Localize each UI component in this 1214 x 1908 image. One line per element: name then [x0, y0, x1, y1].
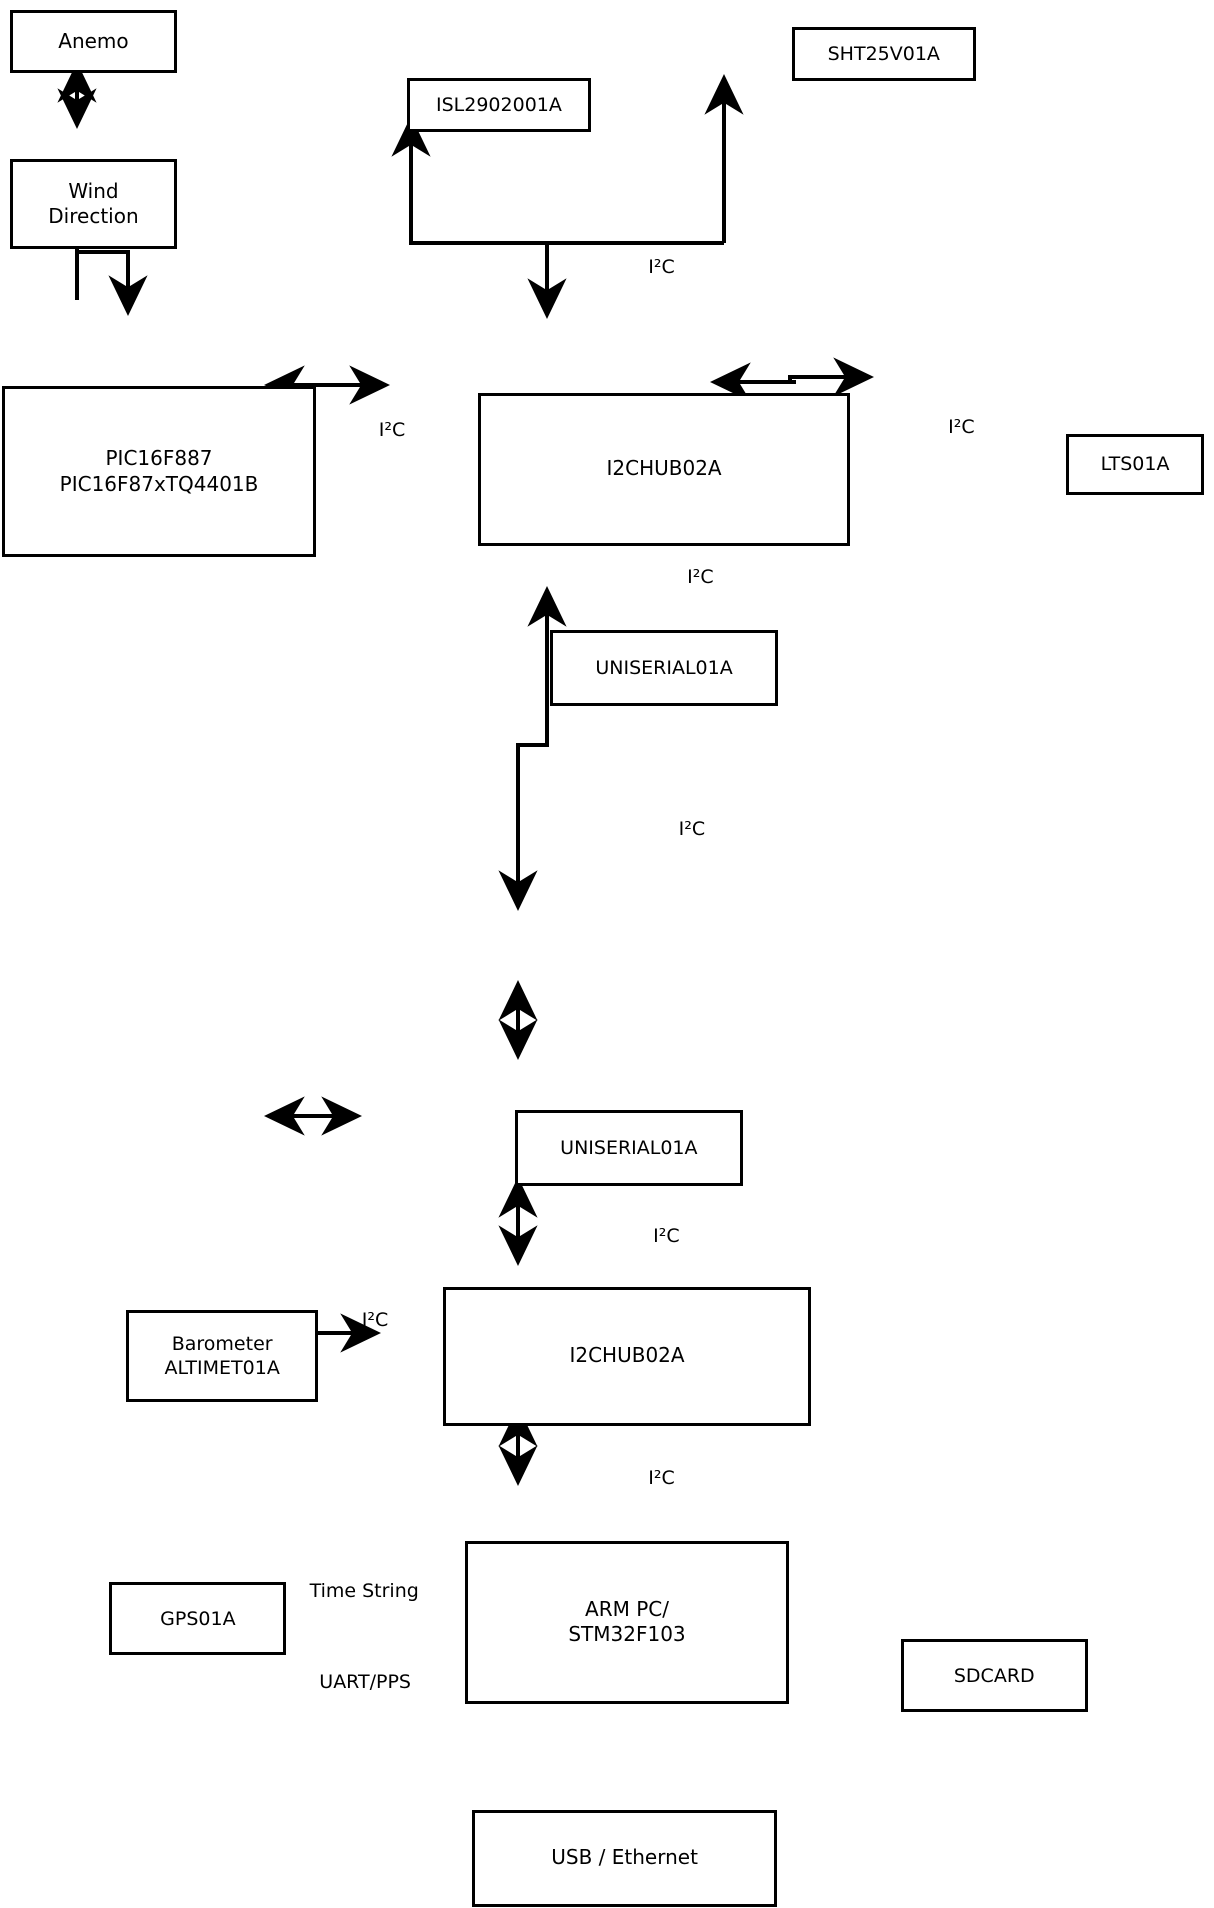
block-sht25v01a-label: SHT25V01A: [827, 42, 940, 65]
block-barometer-altimet01a[interactable]: Barometer ALTIMET01A: [126, 1310, 319, 1403]
wire-label-i2c-hub-uniserial: I²C: [687, 566, 714, 589]
block-pic-microcontroller[interactable]: PIC16F887 PIC16F87xTQ4401B: [2, 386, 316, 557]
wire-label-time-string: Time String: [309, 1579, 419, 1602]
block-uniserial01a-upper-label: UNISERIAL01A: [595, 656, 733, 679]
block-barometer-altimet01a-label: Barometer ALTIMET01A: [164, 1332, 280, 1380]
wire-label-i2c-hub-arm: I²C: [648, 1466, 675, 1489]
block-uniserial01a-lower[interactable]: UNISERIAL01A: [514, 1109, 743, 1187]
block-arm-pc-stm32f103[interactable]: ARM PC/ STM32F103: [464, 1540, 790, 1704]
block-anemo-label: Anemo: [58, 28, 129, 53]
block-lts01a[interactable]: LTS01A: [1065, 433, 1205, 495]
block-gps01a-label: GPS01A: [160, 1607, 236, 1630]
block-i2chub02a-top-label: I2CHUB02A: [606, 456, 722, 481]
block-pic-microcontroller-label: PIC16F887 PIC16F87xTQ4401B: [59, 445, 259, 496]
wire-label-i2c-top-bus: I²C: [648, 256, 675, 279]
block-wind-direction-label: Wind Direction: [48, 178, 139, 229]
connector-uniserial1-uniserial2: [498, 585, 567, 912]
block-uniserial01a-lower-label: UNISERIAL01A: [560, 1136, 698, 1159]
wire-label-i2c-hub-lts: I²C: [948, 415, 975, 438]
block-uniserial01a-upper[interactable]: UNISERIAL01A: [549, 629, 779, 707]
block-i2chub02a-bottom[interactable]: I2CHUB02A: [443, 1286, 811, 1426]
connector-hub-lts: [709, 357, 875, 402]
wire-label-uart-pps: UART/PPS: [319, 1671, 411, 1694]
block-gps01a[interactable]: GPS01A: [109, 1582, 287, 1656]
block-isl2902001a[interactable]: ISL2902001A: [406, 77, 592, 133]
block-wind-direction[interactable]: Wind Direction: [9, 159, 178, 250]
wire-label-i2c-uniserial-hub: I²C: [653, 1225, 680, 1247]
block-sdcard[interactable]: SDCARD: [900, 1639, 1088, 1713]
block-sdcard-label: SDCARD: [953, 1664, 1035, 1687]
wire-label-i2c-barometer-hub: I²C: [361, 1308, 389, 1331]
block-i2chub02a-top[interactable]: I2CHUB02A: [478, 392, 850, 546]
block-i2chub02a-bottom-label: I2CHUB02A: [569, 1343, 685, 1368]
block-arm-pc-stm32f103-label: ARM PC/ STM32F103: [568, 1596, 686, 1647]
wire-label-i2c-pic-hub: I²C: [378, 419, 406, 442]
block-anemo[interactable]: Anemo: [9, 9, 178, 73]
block-lts01a-label: LTS01A: [1100, 453, 1170, 476]
block-usb-ethernet[interactable]: USB / Ethernet: [472, 1809, 777, 1907]
block-usb-ethernet-label: USB / Ethernet: [551, 1845, 698, 1870]
block-isl2902001a-label: ISL2902001A: [436, 93, 562, 116]
wire-label-i2c-uniserial-link: I²C: [678, 817, 706, 840]
block-sht25v01a[interactable]: SHT25V01A: [791, 26, 977, 82]
